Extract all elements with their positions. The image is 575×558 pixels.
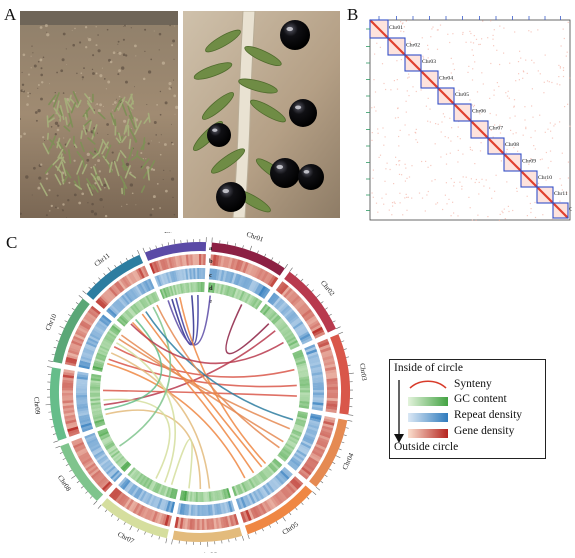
chromosome-label-10: Chr10 <box>44 312 59 332</box>
chromosome-label-8: Chr08 <box>56 474 73 493</box>
chromosome-label-1: Chr01 <box>245 232 265 244</box>
hic-label-8: Chr08 <box>505 142 519 148</box>
hic-label-10: Chr10 <box>538 175 552 181</box>
berry-photo <box>183 11 340 218</box>
track-letter-b: b <box>209 258 213 265</box>
circos-plot: Chr01Chr02Chr03Chr04Chr05Chr06Chr07Chr08… <box>0 232 400 553</box>
track-letter-d: d <box>209 285 213 292</box>
hic-label-4: Chr04 <box>439 76 453 82</box>
hic-label-2: Chr02 <box>406 43 420 49</box>
hic-label-5: Chr05 <box>455 92 469 98</box>
shrub-photo <box>20 11 178 218</box>
legend-gc-swatch <box>408 397 448 406</box>
legend-footer: Outside circle <box>394 441 458 453</box>
panel-label-b: B <box>347 6 358 23</box>
legend-repeat-label: Repeat density <box>454 409 522 421</box>
track-letter-c: c <box>209 272 212 279</box>
hic-label-6: Chr06 <box>472 109 486 115</box>
hic-label-3: Chr03 <box>422 59 436 65</box>
chromosome-label-4: Chr04 <box>341 451 356 471</box>
legend-gc-label: GC content <box>454 393 507 405</box>
legend-gene-label: Gene density <box>454 425 514 437</box>
chromosome-label-2: Chr02 <box>319 279 337 298</box>
circos-legend: Inside of circle Synteny GC content Repe… <box>389 359 546 459</box>
chromosome-label-9: Chr09 <box>32 397 41 416</box>
panel-label-a: A <box>4 6 16 23</box>
legend-gene-swatch <box>408 429 448 438</box>
legend-synteny-swatch <box>408 380 448 389</box>
chromosome-label-7: Chr07 <box>116 530 136 545</box>
chromosome-label-5: Chr05 <box>281 520 300 537</box>
hic-label-11: Chr11 <box>554 191 568 197</box>
legend-synteny-label: Synteny <box>454 378 492 390</box>
chromosome-label-3: Chr03 <box>358 363 368 382</box>
hic-label-12: Chr12 <box>569 207 572 213</box>
legend-repeat-swatch <box>408 413 448 422</box>
hic-label-9: Chr09 <box>522 159 536 165</box>
chromosome-label-11: Chr11 <box>93 251 112 268</box>
chromosome-label-12: Chr12 <box>163 232 182 235</box>
hic-label-1: Chr01 <box>389 25 403 31</box>
hic-label-7: Chr07 <box>489 126 503 132</box>
